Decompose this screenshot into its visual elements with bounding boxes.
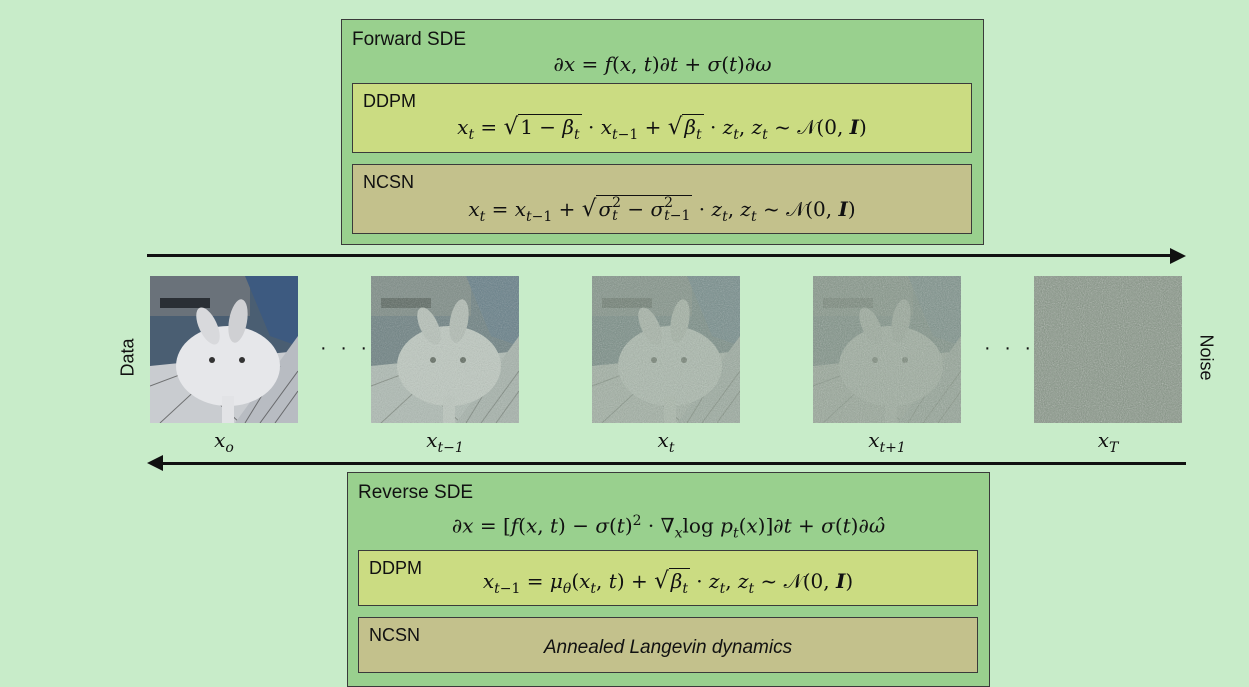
caption-x-t-plus-1: xt+1 [868,428,906,456]
data-label: Data [117,338,138,377]
reverse-ncsn-text: Annealed Langevin dynamics [543,637,793,658]
reverse-sde-equation: ∂x = [f(x, t) − σ(t)2 · ∇xlog pt(x)]∂t +… [451,513,886,542]
forward-arrow [147,254,1172,257]
reverse-arrowhead [147,455,163,471]
forward-sde-panel: Forward SDE ∂x = f(x, t)∂t + σ(t)∂ω DDPM… [341,19,984,245]
ellipsis-right: · · · [984,337,1036,359]
forward-ncsn-title: NCSN [363,172,415,192]
forward-sde-title: Forward SDE [352,29,467,50]
reverse-ddpm-equation: xt−1 = μθ(xt, t) + √βt · zt, zt ~ 𝒩(0, I… [482,568,854,597]
image-x-t [592,276,740,423]
forward-arrowhead [1170,247,1186,264]
ellipsis-left: · · · [320,337,372,359]
caption-x-T: xT [1097,428,1119,456]
image-x-T [1034,276,1182,423]
image-x0 [150,276,298,423]
reverse-ddpm-title: DDPM [369,558,422,578]
reverse-ddpm-box: DDPM xt−1 = μθ(xt, t) + √βt · zt, zt ~ 𝒩… [358,550,978,606]
forward-ddpm-title: DDPM [363,91,416,111]
caption-x-t-minus-1: xt−1 [426,428,464,456]
forward-sde-equation: ∂x = f(x, t)∂t + σ(t)∂ω [553,52,772,76]
reverse-arrow [162,461,1186,465]
reverse-sde-panel: Reverse SDE ∂x = [f(x, t) − σ(t)2 · ∇xlo… [347,472,990,687]
image-x-t-minus-1 [371,276,519,423]
noise-label: Noise [1196,334,1217,381]
reverse-sde-title: Reverse SDE [358,482,474,503]
caption-x-t: xt [657,428,675,456]
reverse-ncsn-box: NCSN Annealed Langevin dynamics [358,617,978,673]
caption-x0: xo [214,428,234,456]
forward-ddpm-box: DDPM xt = √1 − βt · xt−1 + √βt · zt, zt … [352,83,972,153]
reverse-ncsn-title: NCSN [369,625,421,645]
forward-ddpm-equation: xt = √1 − βt · xt−1 + √βt · zt, zt ~ 𝒩(0… [457,114,867,143]
image-x-t-plus-1 [813,276,961,423]
